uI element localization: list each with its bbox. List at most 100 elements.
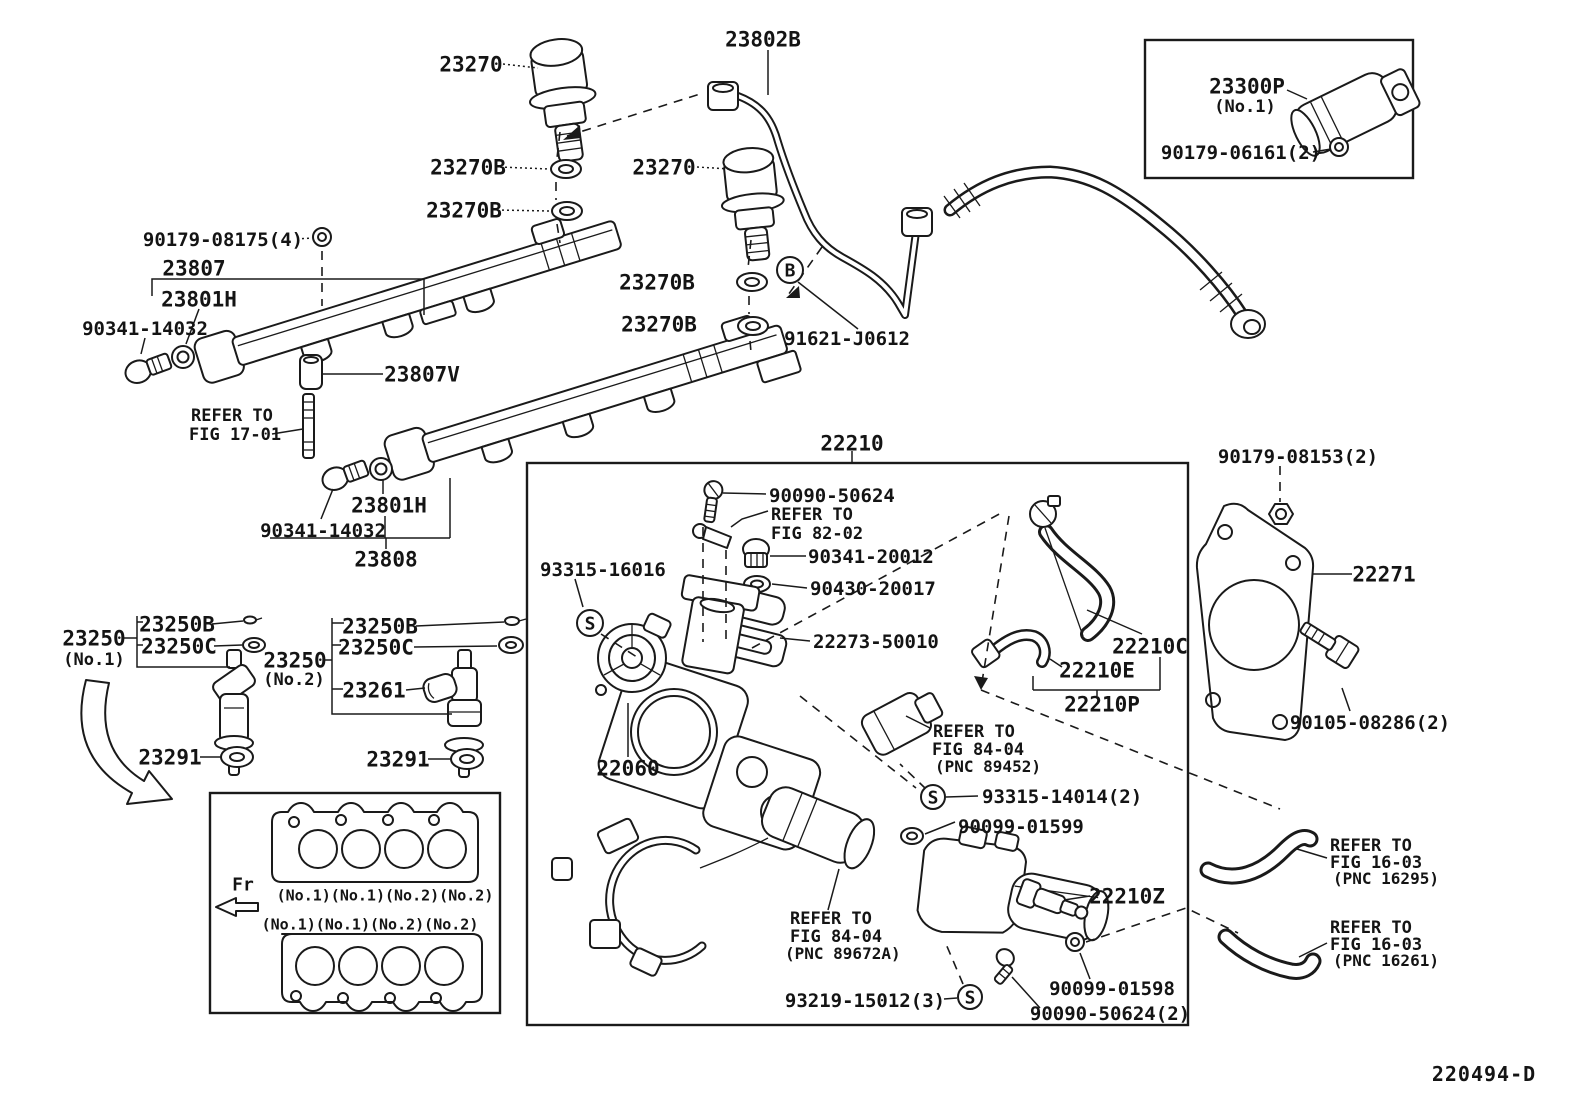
ring-90099-01599 [900, 827, 924, 845]
intake-gasket-lower [281, 933, 483, 1012]
label-23801h-a: 23801H [161, 288, 237, 312]
washer-23291-1 [220, 746, 254, 768]
washer-23291-2 [450, 748, 484, 770]
throttle-body-22210 [597, 574, 822, 851]
label-23300p-no1: (No.1) [1214, 97, 1275, 117]
washer-23270b-1 [550, 159, 582, 179]
label-23801h-b: 23801H [351, 494, 427, 518]
label-gasket-row2: (No.1)(No.1)(No.2)(No.2) [262, 915, 479, 933]
hose-pnc16261 [1217, 928, 1322, 980]
label-22271: 22271 [1352, 563, 1415, 587]
seal-23250c-2 [498, 636, 524, 654]
label-90090-50624: 90090-50624 [769, 485, 895, 507]
cap-90341-20012 [742, 538, 770, 568]
label-gasket-row1: (No.1)(No.1)(No.2)(No.2) [277, 886, 494, 904]
callout-s1: S [576, 609, 604, 637]
label-90179-08175: 90179-08175(4) [143, 229, 303, 251]
label-23250-no2-sub: (No.2) [263, 670, 324, 690]
label-23291-2: 23291 [366, 748, 429, 772]
label-ref-8404a-2: FIG 84-04 [932, 740, 1024, 760]
label-22210z: 22210Z [1089, 885, 1165, 909]
vacuum-hose-22210c [1029, 495, 1116, 642]
washer-23270b-2 [551, 201, 583, 221]
nut-90179-08175 [312, 227, 332, 247]
dashed-guides [321, 93, 1281, 985]
callout-b: B [776, 256, 804, 284]
svg-text:B: B [785, 261, 796, 282]
label-22210c: 22210C [1112, 635, 1188, 659]
label-ref-1603b-2: FIG 16-03 [1330, 935, 1422, 955]
fuel-hose [943, 165, 1266, 339]
label-90105-08286: 90105-08286(2) [1290, 712, 1450, 734]
label-23802b: 23802B [725, 28, 801, 52]
cap-23261 [422, 672, 458, 704]
gasket-orientation-box [208, 791, 502, 1015]
label-23300p: 23300P [1209, 75, 1285, 99]
plug-90341-14032-b [321, 459, 370, 491]
pressure-regulator-2 [720, 146, 785, 262]
label-93219-15012: 93219-15012(3) [785, 990, 945, 1012]
label-ref-8404a-3: (PNC 89452) [935, 757, 1041, 776]
spacer-23807v [299, 354, 323, 390]
label-90090-50624-2: 90090-50624(2) [1030, 1003, 1190, 1025]
screw-90090-50624-bottom [993, 948, 1015, 985]
label-23250b-2: 23250B [342, 615, 418, 639]
label-23807: 23807 [162, 257, 225, 281]
label-90179-06161: 90179-06161(2) [1161, 142, 1321, 164]
throttle-body-group-box [525, 461, 1190, 1027]
label-23261: 23261 [342, 679, 405, 703]
label-90099-01598: 90099-01598 [1049, 978, 1175, 1000]
label-23270b-b: 23270B [426, 199, 502, 223]
label-23270b-c: 23270B [619, 271, 695, 295]
svg-text:S: S [928, 788, 939, 809]
fr-arrow-icon [215, 897, 259, 917]
bolt-90105-08286 [1299, 621, 1360, 669]
washer-23270b-4 [737, 316, 769, 336]
pressure-regulator-1 [529, 38, 597, 163]
label-22273-50010: 22273-50010 [813, 631, 939, 653]
label-ref-1603b-3: (PNC 16261) [1333, 951, 1439, 970]
label-fr: Fr [232, 874, 254, 895]
sensor-pnc89452 [860, 692, 944, 756]
nut-90179-06161 [1329, 137, 1349, 157]
ring-23801h-b [369, 457, 393, 481]
label-93315-14014: 93315-14014(2) [982, 786, 1142, 808]
label-ref-8202-2: FIG 82-02 [771, 524, 863, 544]
label-23270-b: 23270 [632, 156, 695, 180]
label-23270-a: 23270 [439, 53, 502, 77]
nut-90099-01598 [1065, 932, 1085, 952]
fuel-rail-1-23807 [193, 217, 622, 384]
seal-23250c-1 [242, 637, 266, 653]
label-23270b-a: 23270B [430, 156, 506, 180]
direction-arrow [80, 679, 173, 805]
label-22060: 22060 [596, 757, 659, 781]
label-90179-08153: 90179-08153(2) [1218, 446, 1378, 468]
fuel-filter-23300p [1290, 68, 1421, 157]
tps-sensor-22060 [595, 612, 672, 696]
grommet-23250b-1 [243, 615, 263, 625]
label-ref-1603a-2: FIG 16-03 [1330, 853, 1422, 873]
label-90341-14032-a: 90341-14032 [82, 318, 208, 340]
label-ref-1603b-1: REFER TO [1330, 918, 1412, 938]
label-23250b-1: 23250B [139, 613, 215, 637]
plug-90341-14032-a [124, 352, 173, 384]
screw-90090-50624-top [703, 480, 724, 524]
label-23807v: 23807V [384, 363, 460, 387]
label-90341-20012: 90341-20012 [808, 546, 934, 568]
label-23250-no1: 23250 [62, 627, 125, 651]
stud-fig17-01 [302, 393, 315, 459]
grommet-23250b-2 [504, 616, 527, 626]
label-90430-20017: 90430-20017 [810, 578, 936, 600]
callout-s2: S [920, 784, 946, 810]
intake-gasket-upper [271, 802, 479, 883]
wire-harness [551, 817, 769, 977]
labels-layer: 23270 23802B 23300P(No.1) 90179-06161(2) 232… [62, 28, 1450, 1025]
label-ref-1701-2: FIG 17-01 [189, 425, 281, 445]
sensor-22210z [1015, 878, 1089, 920]
label-23270b-d: 23270B [621, 313, 697, 337]
ring-23801h-a [171, 345, 195, 369]
leader-lines [124, 50, 1352, 1009]
